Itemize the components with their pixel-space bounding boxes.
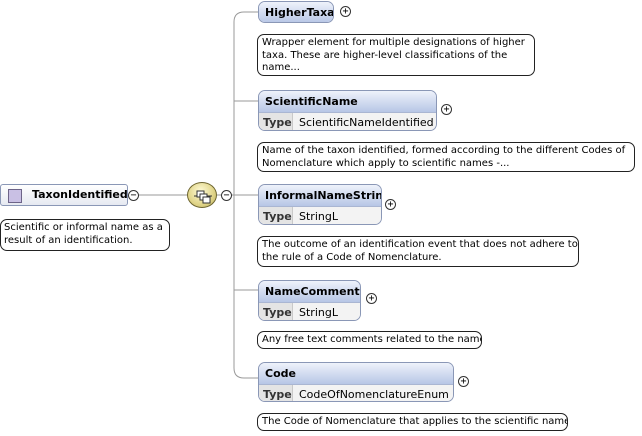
sequence-compositor-icon [194, 190, 212, 204]
documentation-namecomments: Any free text comments related to the na… [257, 331, 482, 349]
element-name: Code [259, 363, 453, 385]
doc-line: The Code of Nomenclature that applies to… [262, 416, 568, 427]
type-value: StringL [299, 210, 338, 223]
element-name: HigherTaxa [259, 2, 333, 22]
element-namecomments[interactable]: NameComments Type StringL [258, 280, 361, 321]
documentation-informalnamestring: The outcome of an identification event t… [257, 236, 579, 267]
type-label: Type [259, 303, 293, 320]
type-label: Type [259, 385, 293, 401]
type-value: ScientificNameIdentified [299, 116, 434, 129]
expand-highertaxa-button[interactable]: + [340, 6, 351, 17]
type-value: CodeOfNomenclatureEnum [299, 388, 449, 401]
doc-line: Name of the taxon identified, formed acc… [262, 145, 626, 156]
element-code[interactable]: Code Type CodeOfNomenclatureEnum [258, 362, 454, 402]
expand-namecomments-button[interactable]: + [366, 293, 377, 304]
element-icon [8, 189, 22, 203]
collapse-root-button[interactable]: − [128, 190, 139, 201]
type-value: StringL [299, 306, 338, 319]
doc-line: The outcome of an identification event t… [262, 239, 578, 250]
type-row: Type StringL [259, 303, 360, 320]
element-highertaxa[interactable]: HigherTaxa [258, 1, 334, 23]
documentation-highertaxa: Wrapper element for multiple designation… [257, 34, 535, 76]
root-element-label: TaxonIdentified [32, 188, 128, 201]
expand-scientificname-button[interactable]: + [441, 104, 452, 115]
element-name: NameComments [259, 281, 360, 303]
expand-informalnamestring-button[interactable]: + [385, 199, 396, 210]
collapse-sequence-button[interactable]: − [221, 190, 232, 201]
type-row: Type CodeOfNomenclatureEnum [259, 385, 453, 401]
root-element-taxonidentified[interactable]: TaxonIdentified [0, 184, 128, 206]
element-informalnamestring[interactable]: InformalNameString Type StringL [258, 184, 382, 225]
doc-line: Nomenclature which apply to scientific n… [262, 157, 510, 169]
documentation-code: The Code of Nomenclature that applies to… [257, 413, 568, 431]
type-row: Type ScientificNameIdentified [259, 113, 436, 130]
documentation-scientificname: Name of the taxon identified, formed acc… [257, 142, 635, 172]
doc-line: Wrapper element for multiple designation… [262, 37, 525, 48]
type-row: Type StringL [259, 207, 381, 224]
doc-line: name... [262, 62, 300, 73]
doc-line: taxa. These are higher-level classificat… [262, 49, 508, 61]
doc-line: the rule of a Code of Nomenclature. [262, 251, 442, 263]
expand-code-button[interactable]: + [458, 376, 469, 387]
root-documentation: Scientific or informal name as a result … [0, 219, 170, 251]
doc-line: Any free text comments related to the na… [262, 334, 482, 345]
element-scientificname[interactable]: ScientificName Type ScientificNameIdenti… [258, 90, 437, 131]
type-label: Type [259, 113, 293, 130]
type-label: Type [259, 207, 293, 224]
element-name: InformalNameString [259, 185, 381, 207]
element-name: ScientificName [259, 91, 436, 113]
sequence-compositor[interactable] [187, 182, 217, 208]
